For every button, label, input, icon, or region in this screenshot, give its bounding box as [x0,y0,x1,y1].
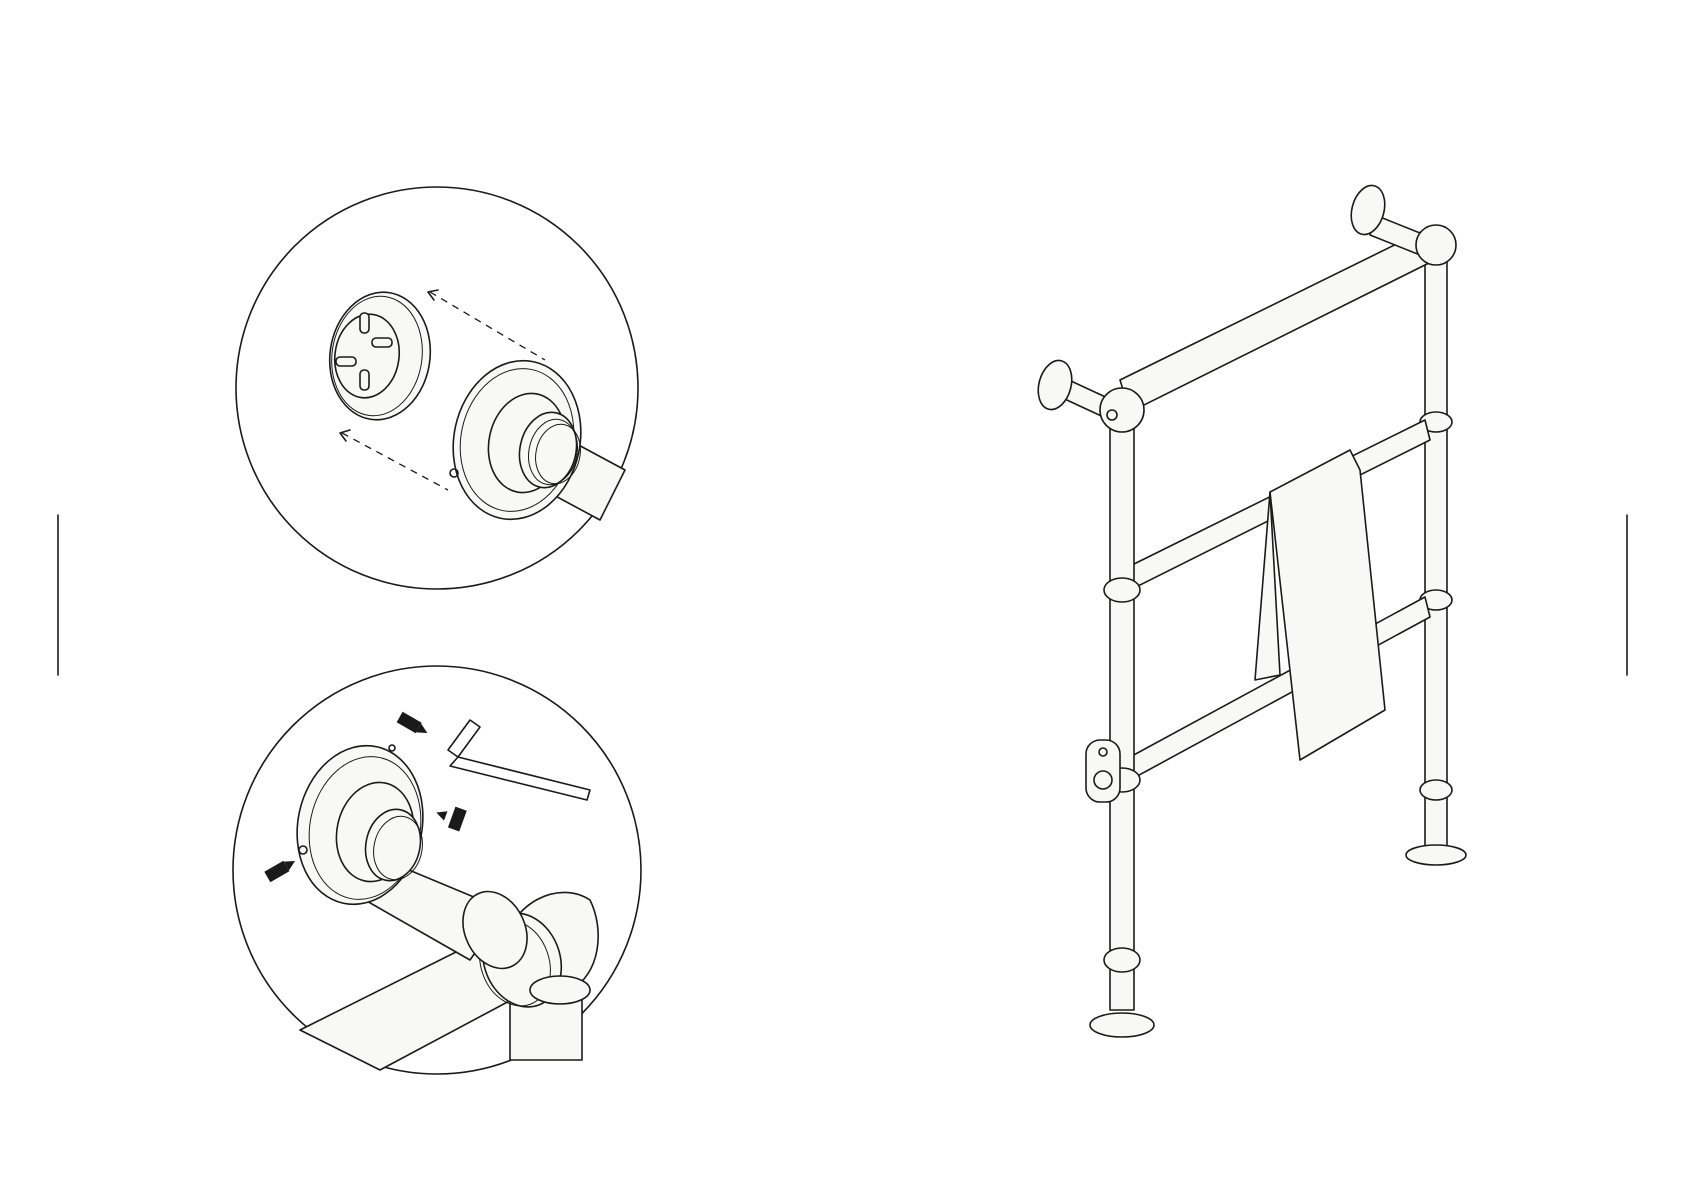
towel-icon [1255,450,1385,760]
towel-rail-overview [1033,182,1466,1037]
detail-wall-plate-alignment [236,187,638,589]
detail-grub-screw-fixing [233,666,641,1074]
heating-element-icon [1086,740,1120,802]
allen-key-icon [448,720,590,800]
pipe-flange [439,349,625,532]
wall-plate-icon [322,286,439,427]
towel-rail-icon [1033,182,1466,1037]
